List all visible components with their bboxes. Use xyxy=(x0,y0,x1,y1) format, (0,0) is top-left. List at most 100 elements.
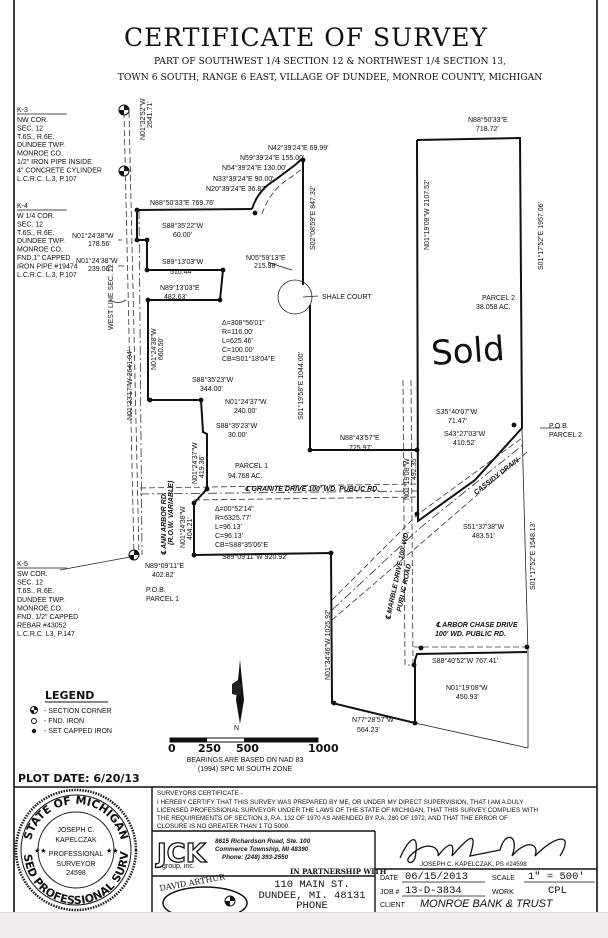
subtitle-line-1: PART OF SOUTHWEST 1/4 SECTION 12 & NORTH… xyxy=(154,56,506,67)
corner-line: DUNDEE TWP. xyxy=(17,142,65,149)
corner-line: T.6S., R.6E. xyxy=(17,134,54,141)
plat-label-b44: S35°40'07"W xyxy=(436,408,478,416)
svg-text:CLIENT: CLIENT xyxy=(380,902,406,909)
corner-line: NW COR. xyxy=(17,117,48,124)
svg-text:WORK: WORK xyxy=(492,889,514,896)
surveyor-signature xyxy=(399,836,566,864)
corner-id-k4: K-4 xyxy=(17,203,28,210)
document-title: CERTIFICATE OF SURVEY xyxy=(124,23,488,52)
plat-label-b40: N88°43'57"E xyxy=(340,434,380,442)
plat-label-b43: 492.35' xyxy=(411,457,418,480)
svg-text:CLOSURE IS NO GREATER THAN 1 T: CLOSURE IS NO GREATER THAN 1 TO 5000. xyxy=(157,823,290,830)
svg-text:500: 500 xyxy=(236,742,259,755)
corner-line: W 1/4 COR. xyxy=(17,213,55,220)
plat-label-b27: 419.36' xyxy=(199,455,206,478)
svg-text:JOB #: JOB # xyxy=(380,889,400,896)
plat-label-b8: N01°24'38"W xyxy=(72,232,114,240)
plat-label-b68: 100' WD. PUBLIC RD. xyxy=(435,631,506,638)
bearings-note: BEARINGS ARE BASED ON NAD 83 xyxy=(187,757,304,764)
plat-label-b37: S02°08'59"E 847.32' xyxy=(309,186,317,250)
plat-label-b35: N01°32'52"W xyxy=(139,98,147,140)
plat-label-b30: S89°09'11"W 920.92' xyxy=(222,553,287,561)
svg-text:PHONE: PHONE xyxy=(296,900,328,912)
plat-label-b51: S51°37'38"W xyxy=(463,523,505,531)
svg-text:I HEREBY CERTIFY THAT THIS SUR: I HEREBY CERTIFY THAT THIS SURVEY WAS PR… xyxy=(157,799,524,806)
plat-label-b69: S88°40'52"W 767.41' xyxy=(432,657,498,665)
bottom-gray-band xyxy=(0,912,608,938)
michigan-icon xyxy=(232,680,242,696)
bearings-note-zone: (1994) SPC MI SOUTH ZONE xyxy=(198,766,292,773)
corner-line: L.C.R.C. L.3, P.107 xyxy=(17,176,77,183)
plat-label-b71: N01°19'08"W xyxy=(446,684,488,692)
plat-label-c1d: C=100.00' xyxy=(222,347,254,354)
svg-text:LEGEND: LEGEND xyxy=(45,689,94,702)
plat-label-b60: PARCEL 1 xyxy=(235,463,268,470)
plat-label-b45: 71.47' xyxy=(448,418,467,425)
plat-label-b42: N01°19'08"W xyxy=(403,458,411,500)
svg-text:PROFESSIONAL: PROFESSIONAL xyxy=(49,851,104,858)
svg-text:1000: 1000 xyxy=(308,742,339,755)
plat-label-b10: N01°24'38"W xyxy=(76,257,118,265)
plat-label-b18: N01°24'38"W xyxy=(150,328,158,370)
plat-label-b31: N89°09'11"E xyxy=(145,562,185,570)
svg-text:Commerce Township, MI 48390: Commerce Township, MI 48390 xyxy=(215,846,309,853)
svg-text:SCALE: SCALE xyxy=(492,875,515,882)
partnership-label: IN PARTNERSHIP WITH xyxy=(290,867,387,876)
plat-label-b53: S01°17'52"E 1548.13' xyxy=(529,522,537,590)
plat-label-b47: 410.52' xyxy=(453,440,476,447)
svg-text:SURVEYORS CERTIFICATE -: SURVEYORS CERTIFICATE - xyxy=(157,790,243,797)
corner-line: SEC. 12 xyxy=(17,221,43,228)
plat-label-b1: N59°39'24"E 155.00' xyxy=(240,154,304,162)
plat-label-b38: SHALE COURT xyxy=(322,294,372,301)
plat-label-b34: WEST LINE SEC. 12 xyxy=(108,264,115,330)
svg-text:- FND. IRON: - FND. IRON xyxy=(44,718,84,725)
corner-line: DUNDEE TWP. xyxy=(17,238,65,245)
plat-label-c2d: C=96.13' xyxy=(215,533,243,540)
plat-label-b54: S01°17'52"E 1957.06' xyxy=(537,202,545,270)
svg-text:- SECTION CORNER: - SECTION CORNER xyxy=(44,708,112,715)
surveyors-certificate: SURVEYORS CERTIFICATE - I HEREBY CERTIFY… xyxy=(157,790,566,868)
plat-label-b13: 510.44' xyxy=(170,269,193,276)
corner-line: SW COR. xyxy=(17,571,48,578)
corner-line: L.C.R.C. L.3, P.107 xyxy=(17,272,77,279)
plat-label-b50: CASSIDY DRAIN xyxy=(473,457,521,497)
plat-label-b36: 2641.71' xyxy=(147,101,154,128)
corner-line: IRON PIPE #19474 xyxy=(17,263,78,270)
plat-label-b24: S88°35'23"W xyxy=(216,422,258,430)
north-arrow: N xyxy=(232,660,244,732)
plat-label-b11: 239.06' xyxy=(88,266,111,273)
plat-label-b2: N54°39'24"E 130.00' xyxy=(222,164,286,172)
plat-labels: N42°39'24"E 69.99'N59°39'24"E 155.00'N54… xyxy=(72,98,582,734)
client-value: MONROE BANK & TRUST xyxy=(420,898,554,910)
seal-ring-top: STATE OF MICHIGAN xyxy=(21,794,130,842)
plat-label-b76: PARCEL 1 xyxy=(146,596,179,603)
plat-label-b62: ℄ GRANITE DRIVE 100' WD. PUBLIC RD. xyxy=(245,485,379,493)
plat-label-b73: N77°28'57"W xyxy=(352,716,394,724)
plat-label-b52: 483.51' xyxy=(472,533,495,540)
work-value: CPL xyxy=(548,885,567,897)
subtitle-line-2: TOWN 6 SOUTH, RANGE 6 EAST, VILLAGE OF D… xyxy=(118,72,543,83)
plat-label-c2b: R=6325.77' xyxy=(215,515,251,522)
plat-label-b48: P.O.B. xyxy=(549,423,569,430)
scale-value: 1" = 500' xyxy=(528,871,585,883)
plat-label-b22: N01°24'37"W xyxy=(225,398,267,406)
svg-text:250: 250 xyxy=(198,742,221,755)
plat-label-b39: S01°19'58"E 1044.00' xyxy=(297,352,305,420)
plat-label-c2a: Δ=00°52'14" xyxy=(215,505,254,513)
corner-line: FND.1" CAPPED xyxy=(17,255,70,262)
plat-label-b21: 344.00' xyxy=(200,386,223,393)
plat-label-b28: N01°24'38"W xyxy=(179,506,187,548)
svg-text:STATE OF MICHIGAN: STATE OF MICHIGAN xyxy=(21,794,130,842)
plat-label-b9: 178.56' xyxy=(88,241,111,248)
sold-annotation: Sold xyxy=(430,329,506,374)
corner-id-k3: K-3 xyxy=(17,107,28,114)
plat-label-b33: N01°33'17"W 2641.04' xyxy=(126,350,134,420)
svg-text:DATE: DATE xyxy=(380,875,398,882)
plat-label-b6: S88°35'22"W xyxy=(162,222,204,230)
plat-label-b56: 718.72' xyxy=(476,126,499,133)
svg-text:LICENSED PROFESSIONAL SURVEYOR: LICENSED PROFESSIONAL SURVEYOR UNDER THE… xyxy=(157,807,538,814)
svg-text:JOSEPH C.: JOSEPH C. xyxy=(58,827,95,834)
plat-label-b25: 30.00' xyxy=(228,432,247,439)
title-block xyxy=(151,787,597,912)
svg-text:JOSEPH C. KAPELCZAK, PS #2459: JOSEPH C. KAPELCZAK, PS #24598 xyxy=(420,861,527,868)
